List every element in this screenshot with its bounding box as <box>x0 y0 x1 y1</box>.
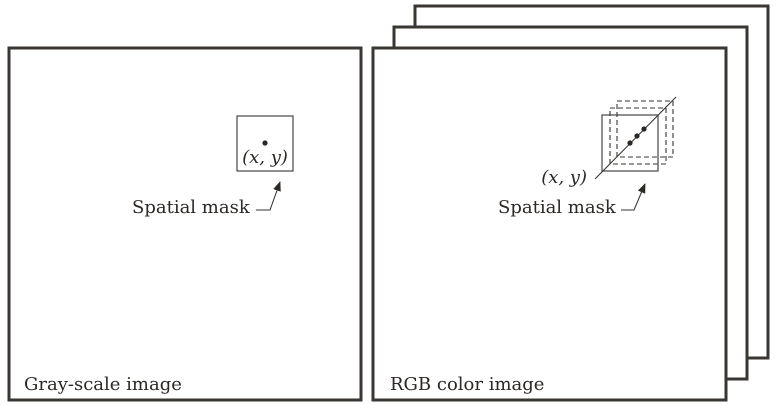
gray-mask-label: Spatial mask <box>132 197 251 218</box>
gray-scale-panel: (x, y) Spatial mask Gray-scale image <box>7 46 363 402</box>
gray-scale-image-frame <box>7 46 363 402</box>
gray-mask-square <box>236 115 294 172</box>
rgb-mask-coordinate: (x, y) <box>541 167 587 188</box>
rgb-mask-pointer-arrow <box>621 183 646 211</box>
rgb-mask-front-square <box>601 114 659 172</box>
rgb-panel: (x, y) Spatial mask RGB color image <box>371 4 770 402</box>
rgb-color-caption: RGB color image <box>390 374 544 395</box>
rgb-mask-label: Spatial mask <box>498 197 617 218</box>
rgb-pixel-point-front <box>627 140 633 146</box>
rgb-pixel-point-back <box>641 126 647 132</box>
gray-scale-caption: Gray-scale image <box>24 374 182 395</box>
gray-mask-center-point <box>262 140 268 146</box>
gray-mask-coordinate: (x, y) <box>242 147 288 168</box>
rgb-mask-middle-square <box>609 107 667 165</box>
rgb-mask-back-square <box>616 100 674 158</box>
rgb-pixel-point-middle <box>634 133 640 139</box>
rgb-front-plane <box>371 46 728 402</box>
gray-mask-pointer-arrow <box>256 181 281 211</box>
